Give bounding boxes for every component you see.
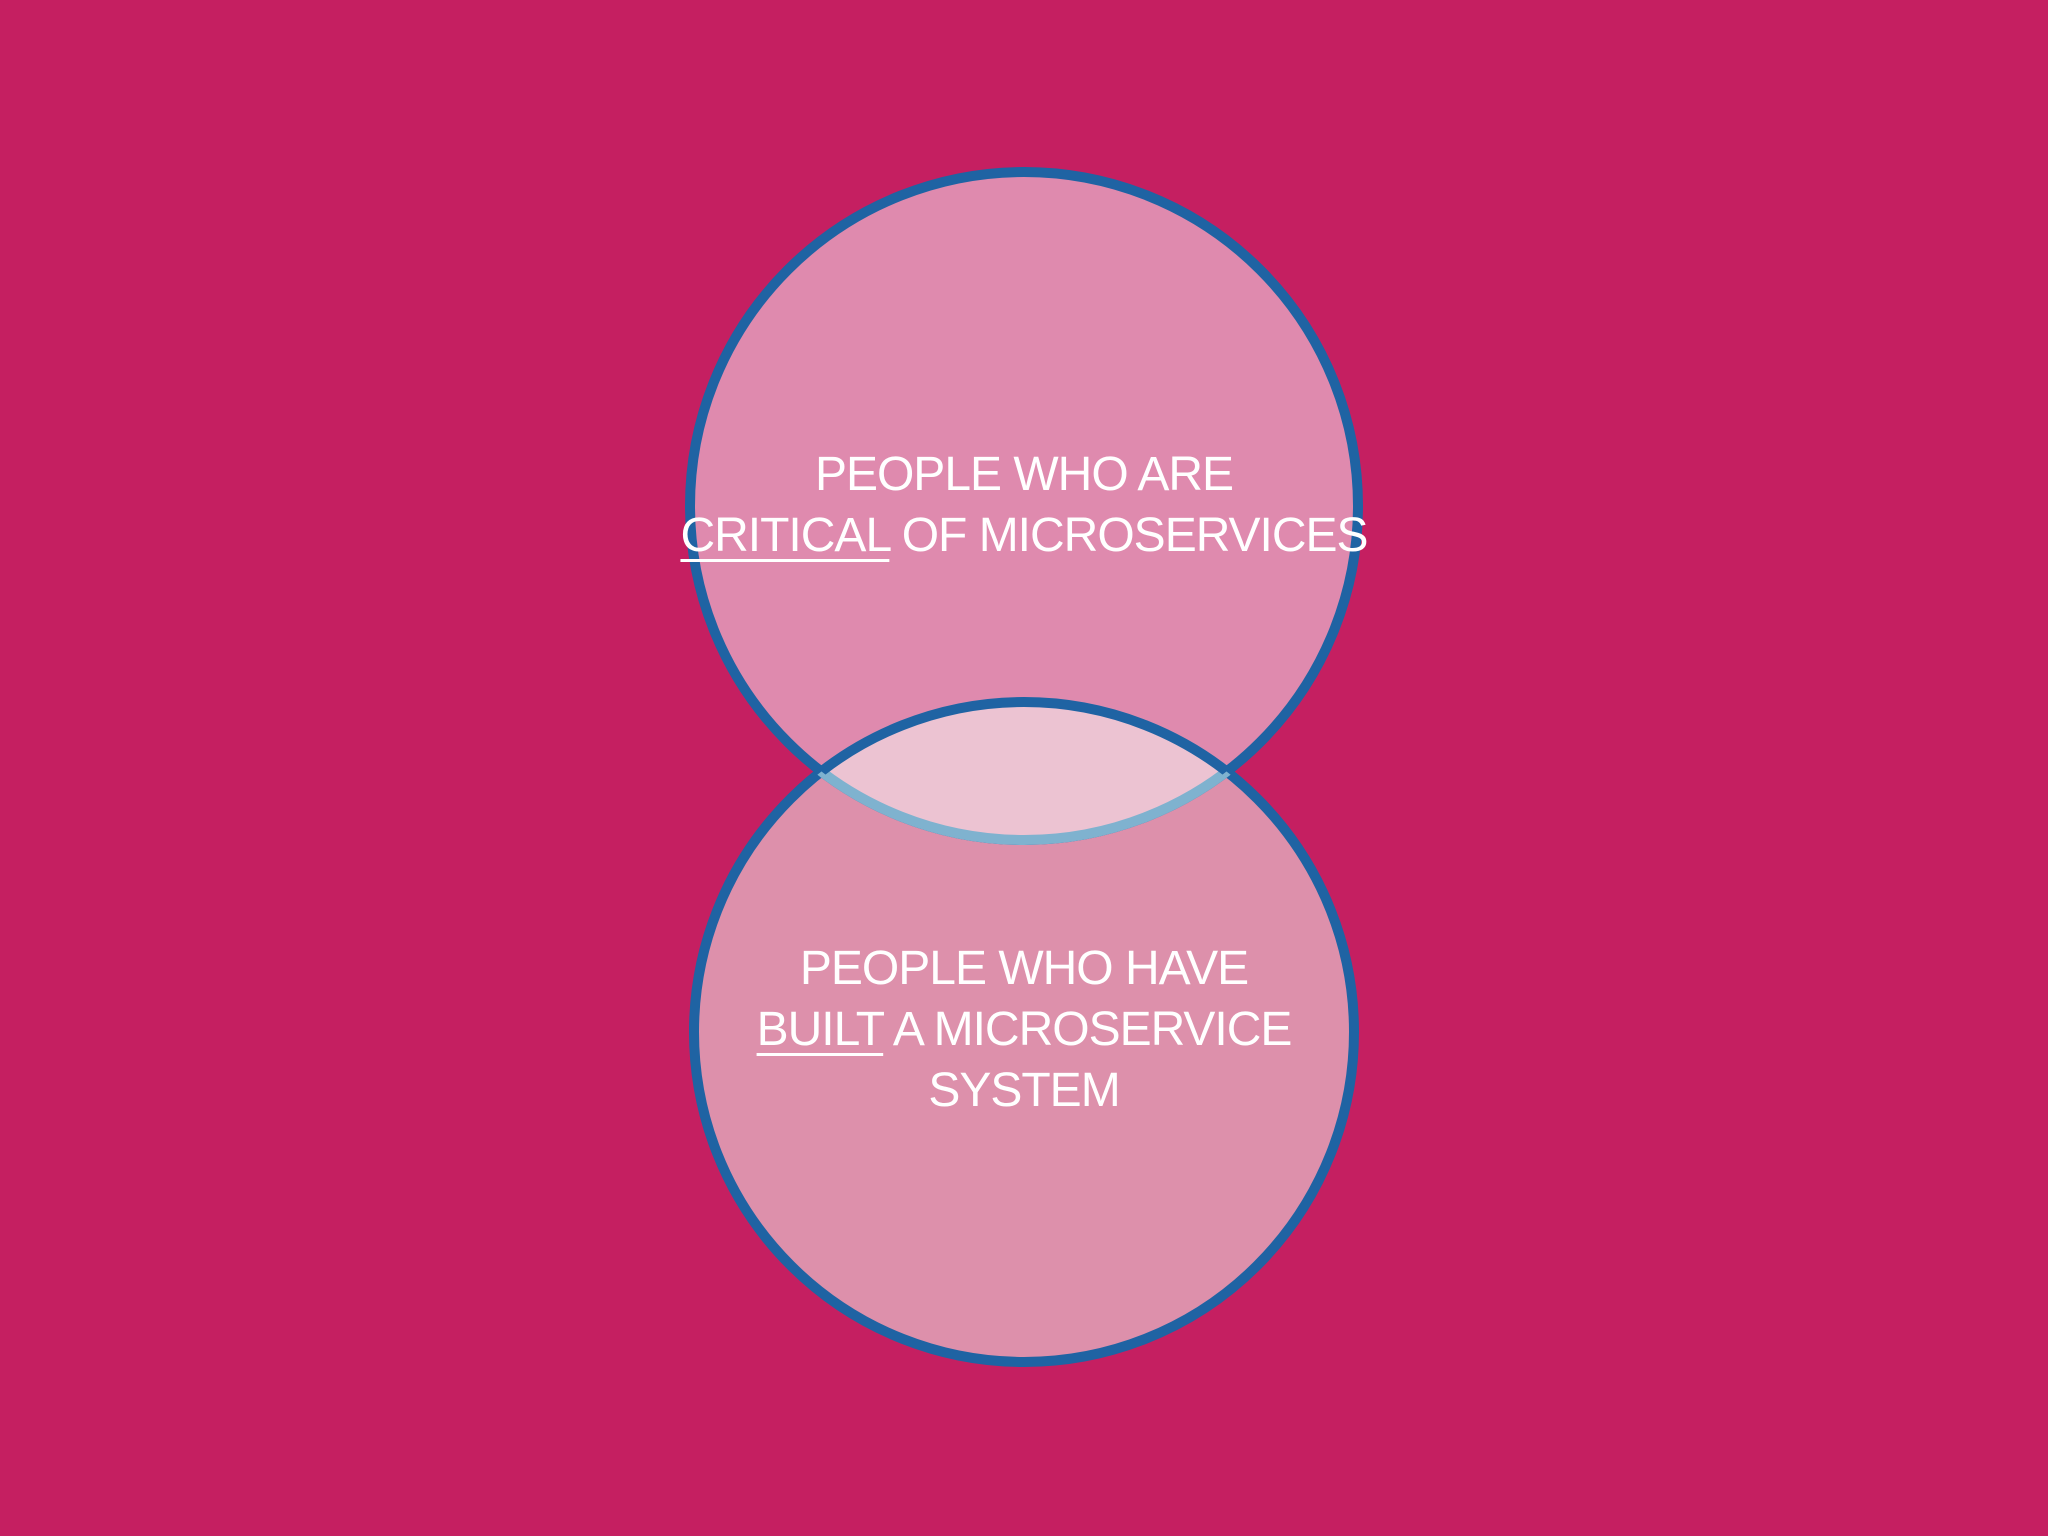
underlined-word: BUILT [756,1003,885,1056]
label-line: PEOPLE WHO ARE [814,448,1234,501]
label-line: SYSTEM [928,1064,1120,1117]
overlap-edge [694,702,1354,845]
label-line: CRITICAL OF MICROSERVICES [624,505,1424,566]
underlined-word: CRITICAL [680,509,890,562]
label-line: BUILT A MICROSERVICE [624,999,1424,1060]
label-line-rest: A MICROSERVICE [883,1003,1293,1056]
overlap-top-edge [690,697,1358,840]
label-critical-of-microservices: PEOPLE WHO ARE CRITICAL OF MICROSERVICES [624,444,1424,566]
label-line-rest: OF MICROSERVICES [889,509,1369,562]
label-line: PEOPLE WHO HAVE [799,942,1249,995]
label-built-a-microservice: PEOPLE WHO HAVE BUILT A MICROSERVICE SYS… [624,938,1424,1121]
